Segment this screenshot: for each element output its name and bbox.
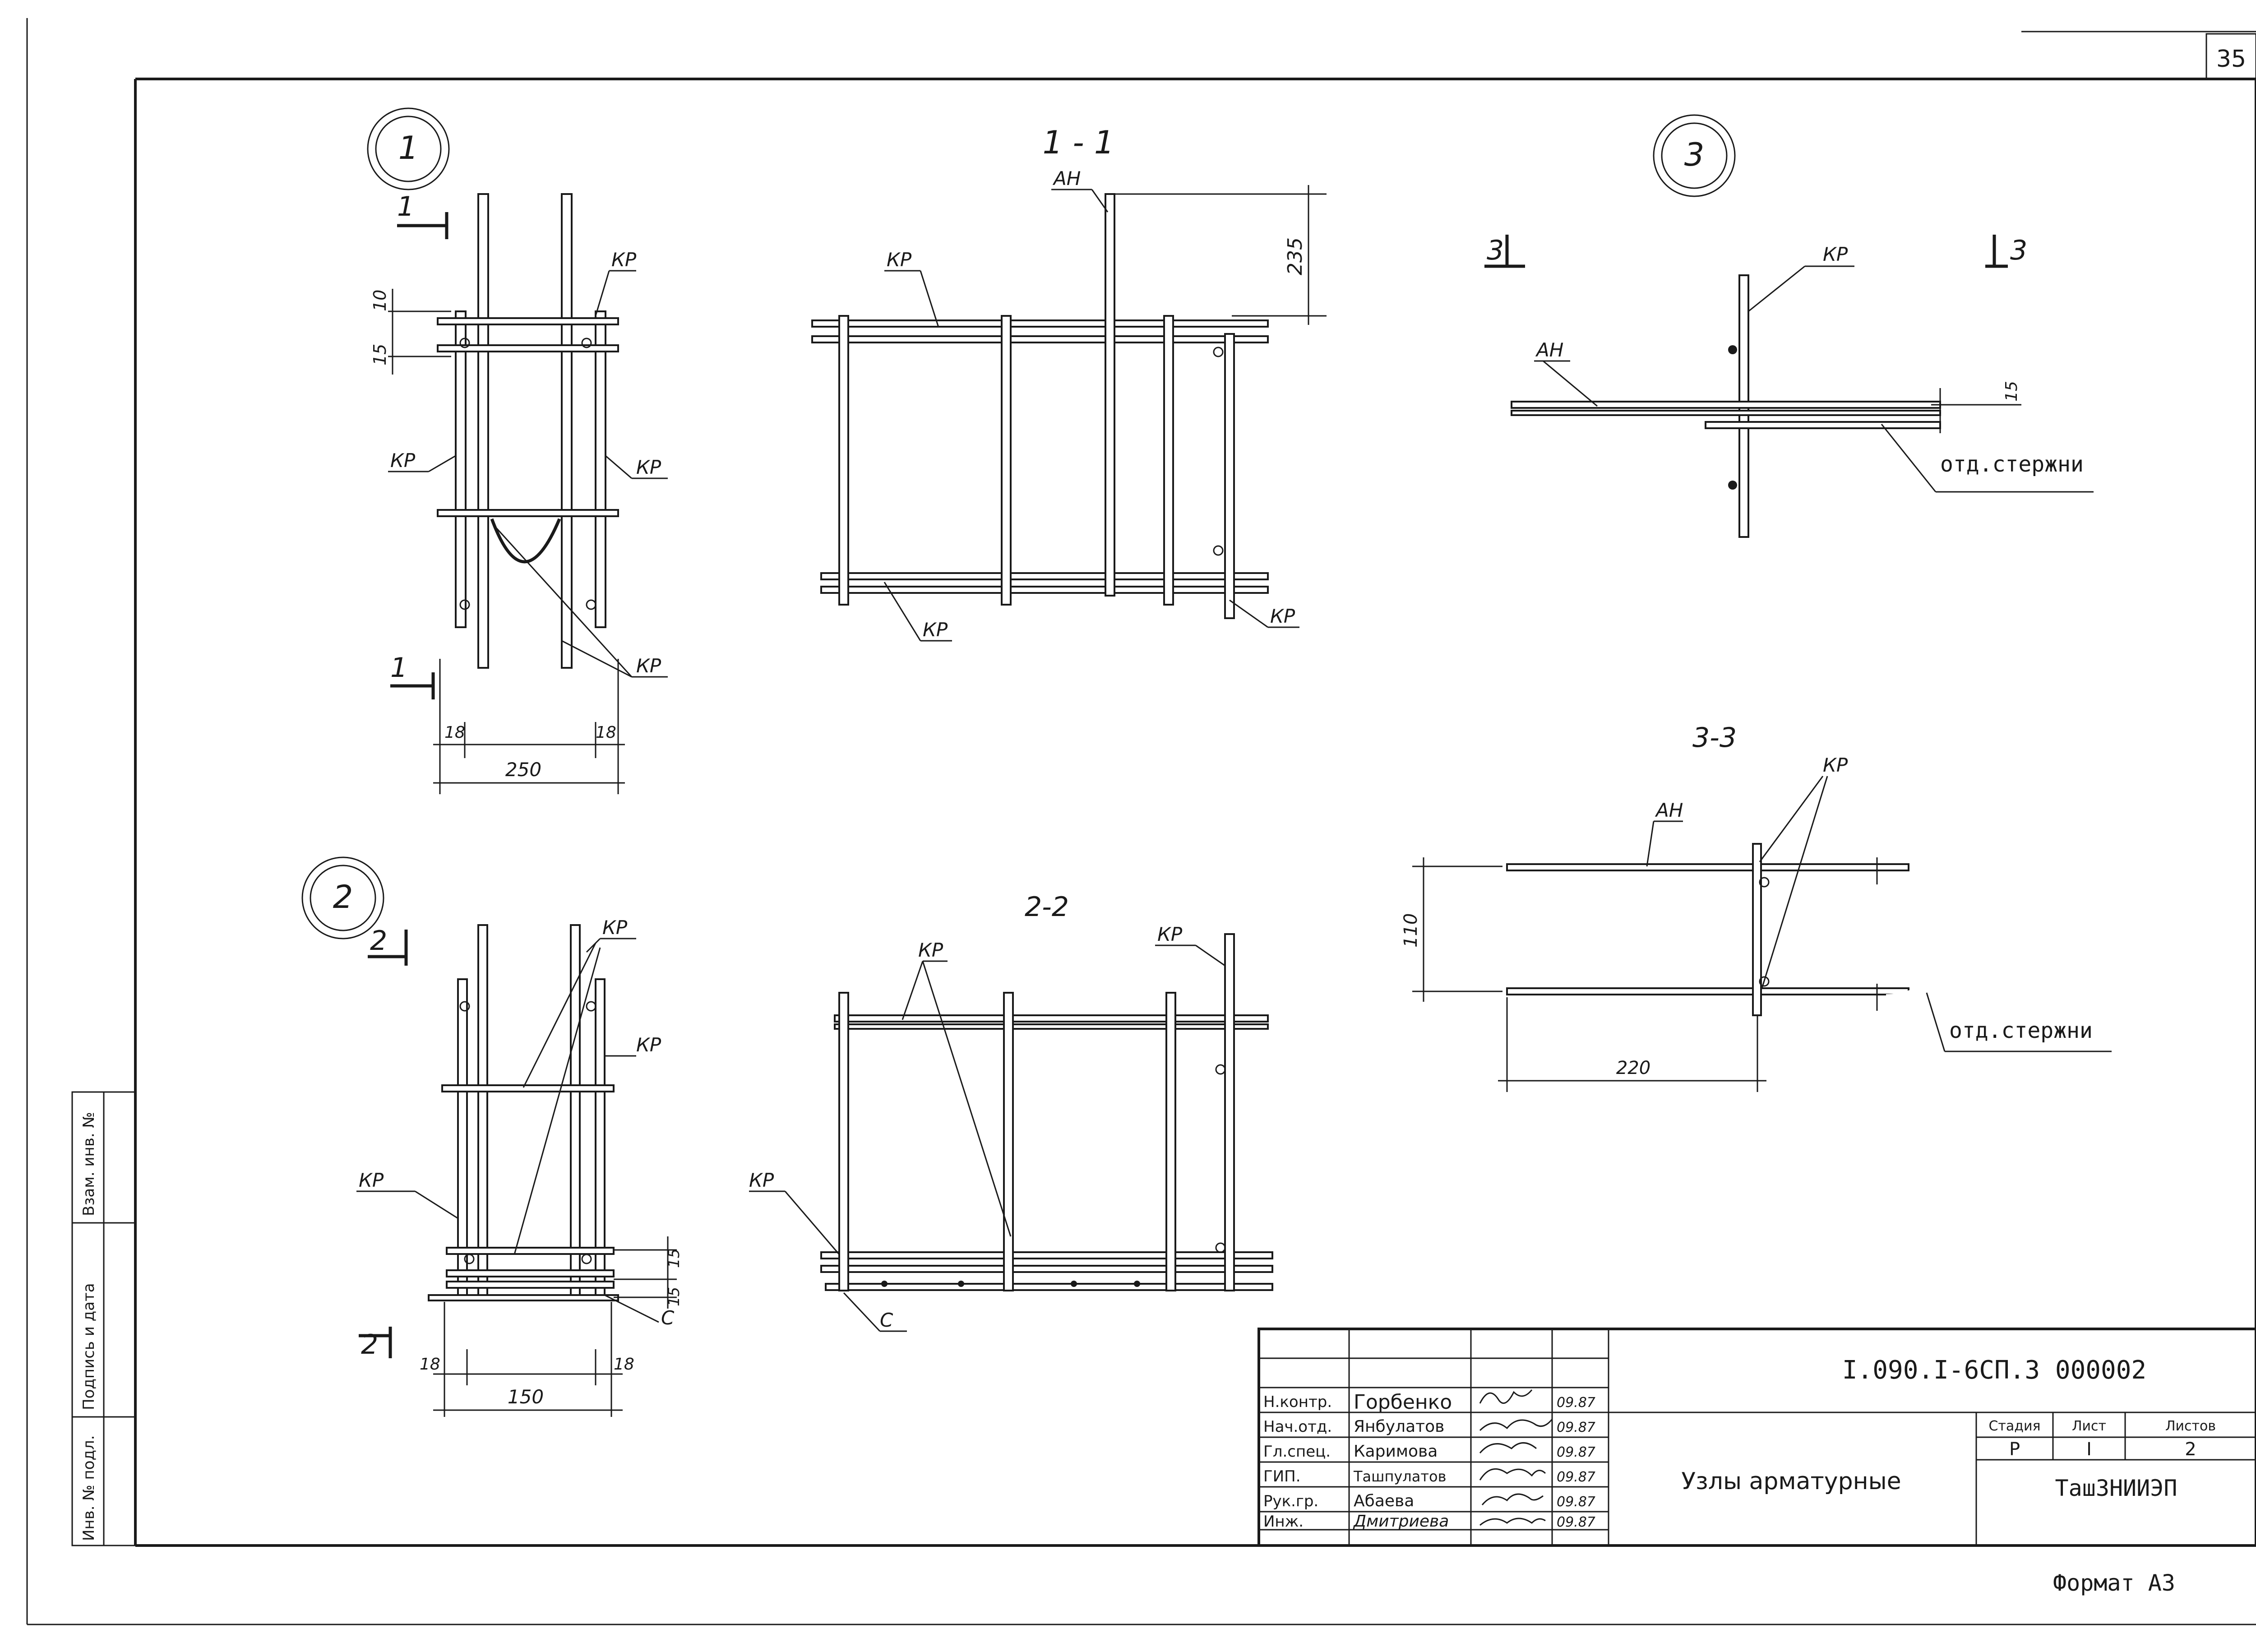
organization-name: ТашЗНИИЭП: [2055, 1475, 2177, 1501]
node-3-section-mark-right: 3: [2010, 235, 2027, 266]
tb-role-1: Нач.отд.: [1263, 1418, 1332, 1436]
node-3-callout: [1653, 114, 1736, 197]
node-3-view: 3 3 3 КР АН отд.стержни 15: [1484, 114, 2094, 538]
node-1-label-kr-2: КР: [390, 449, 416, 472]
section-3-3-title: 3-3: [1692, 722, 1737, 754]
section-3-3-view: 3-3 АН КР отд.стержни 110 220: [1401, 722, 2112, 1092]
section-2-2-label-c: С: [880, 1309, 893, 1331]
section-1-1-label-an: АН: [1052, 167, 1081, 190]
section-3-3-dim-110: 110: [1401, 913, 1421, 948]
section-2-2-view: 2-2 КР КР КР С: [749, 891, 1273, 1332]
sheet-header: Лист: [2072, 1418, 2106, 1434]
node-3-dim-15: 15: [2002, 381, 2021, 402]
section-3-3-label-an: АН: [1655, 799, 1683, 821]
node-3-label-kr: КР: [1823, 243, 1848, 265]
side-stamp: Инв. № подл. Подпись и дата Взам. инв. №: [71, 1091, 136, 1546]
node-1-dim-18-right: 18: [596, 723, 616, 742]
stage-value: Р: [2009, 1439, 2020, 1460]
node-2-section-mark-top: 2: [370, 925, 387, 957]
tb-date-0: 09.87: [1557, 1395, 1595, 1411]
node-2-number: 2: [333, 879, 353, 916]
section-2-2-label-kr-2: КР: [1157, 923, 1183, 945]
node-1-section-mark-bottom: 1: [390, 652, 407, 684]
node-3-section-mark-left: 3: [1487, 235, 1504, 266]
node-1-section-mark-top: 1: [397, 191, 414, 222]
section-1-1-label-kr-3: КР: [1270, 605, 1295, 627]
side-stamp-sign: Подпись и дата: [80, 1283, 98, 1410]
node-2-label-kr-2: КР: [636, 1034, 661, 1056]
section-2-2-label-kr-3: КР: [749, 1169, 774, 1191]
title-block: I.090.I-6СП.3 000002 Узлы арматурные Таш…: [1257, 1328, 2256, 1547]
tb-name-3: Ташпулатов: [1353, 1468, 1446, 1485]
node-1-label-kr-3: КР: [636, 456, 661, 478]
tb-name-2: Каримова: [1354, 1442, 1438, 1461]
node-2-view: 2 2 2 КР КР КР С 15: [301, 856, 683, 1417]
tb-date-2: 09.87: [1557, 1444, 1595, 1460]
node-2-label-kr-3: КР: [359, 1169, 384, 1191]
drawing-title: Узлы арматурные: [1681, 1468, 1901, 1495]
sheets-value: 2: [2185, 1439, 2196, 1460]
node-2-dim-18-right: 18: [614, 1355, 634, 1374]
tb-date-1: 09.87: [1557, 1420, 1595, 1435]
node-2-label-c: С: [661, 1307, 675, 1329]
tb-date-4: 09.87: [1557, 1494, 1595, 1510]
format-label: Формат А3: [2053, 1570, 2175, 1596]
section-1-1-title: 1 - 1: [1043, 124, 1114, 161]
section-2-2-label-kr-1: КР: [918, 939, 943, 961]
section-3-3-dim-220: 220: [1616, 1058, 1650, 1078]
node-2-dim-15-a: 15: [665, 1249, 683, 1268]
tb-name-4: Абаева: [1354, 1492, 1414, 1510]
node-1-dim-15: 15: [370, 344, 390, 366]
node-2-dim-18-left: 18: [420, 1355, 440, 1374]
section-3-3-label-kr: КР: [1823, 754, 1848, 776]
node-1-dim-250: 250: [505, 759, 541, 781]
tb-role-4: Рук.гр.: [1263, 1492, 1318, 1510]
section-1-1-dim-235: 235: [1284, 237, 1307, 275]
section-1-1-label-kr-2: КР: [923, 619, 948, 641]
side-stamp-inv: Инв. № подл.: [80, 1435, 98, 1541]
tb-role-0: Н.контр.: [1263, 1393, 1332, 1411]
node-3-label-otd: отд.стержни: [1940, 452, 2084, 477]
tb-role-2: Гл.спец.: [1263, 1443, 1331, 1461]
section-1-1-label-kr-1: КР: [887, 249, 912, 271]
node-1-dim-18-left: 18: [444, 723, 465, 742]
sheet-value: I: [2086, 1439, 2092, 1460]
tb-date-5: 09.87: [1557, 1514, 1595, 1530]
tb-role-3: ГИП.: [1263, 1467, 1301, 1485]
node-1-dim-10: 10: [370, 290, 390, 311]
node-2-section-mark-bottom: 2: [361, 1329, 378, 1360]
node-3-label-an: АН: [1535, 339, 1563, 361]
node-2-dim-150: 150: [508, 1386, 544, 1408]
node-1-label-kr-4: КР: [636, 655, 661, 677]
node-1-callout: [367, 107, 450, 190]
node-2-label-kr-1: КР: [602, 916, 628, 939]
document-code: I.090.I-6СП.3 000002: [1842, 1356, 2146, 1385]
sheets-header: Листов: [2165, 1418, 2216, 1434]
tb-name-5: Дмитриева: [1353, 1512, 1449, 1531]
section-2-2-title: 2-2: [1025, 891, 1069, 923]
page-number: 35: [2216, 46, 2246, 73]
section-3-3-label-otd: отд.стержни: [1949, 1018, 2093, 1043]
signatures: [1479, 1389, 1553, 1526]
node-1-number: 1: [398, 130, 419, 167]
node-2-callout: [301, 856, 384, 939]
node-3-number: 3: [1684, 136, 1705, 173]
section-1-1-view: 1 - 1 АН КР КР КР 235: [811, 124, 1327, 642]
side-stamp-replace: Взам. инв. №: [80, 1112, 98, 1216]
node-1-label-kr-1: КР: [611, 249, 637, 271]
tb-date-3: 09.87: [1557, 1469, 1595, 1485]
tb-name-1: Янбулатов: [1354, 1417, 1444, 1436]
node-1-view: 1 1 1 КР КР КР КР: [367, 107, 668, 794]
stage-header: Стадия: [1988, 1418, 2040, 1434]
tb-name-0: Горбенко: [1354, 1391, 1452, 1414]
node-2-dim-15-b: 15: [665, 1287, 683, 1306]
tb-role-5: Инж.: [1263, 1513, 1304, 1531]
